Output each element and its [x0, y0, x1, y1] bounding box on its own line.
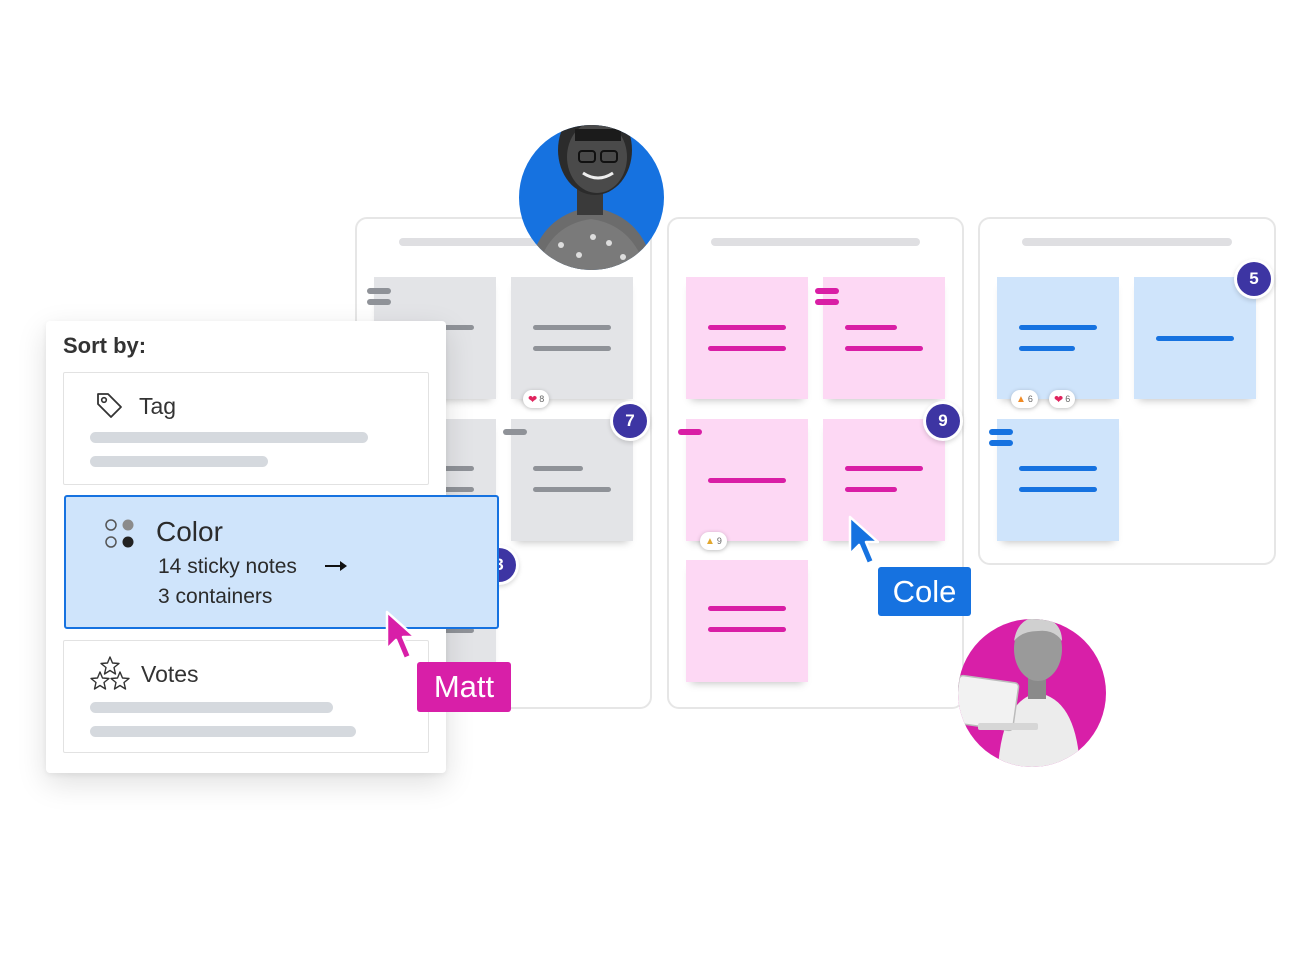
pink-tag[interactable] — [815, 299, 839, 305]
pink-tag[interactable] — [815, 288, 839, 294]
note-line — [708, 627, 786, 632]
note-line — [845, 487, 897, 492]
sort-option-detail: 3 containers — [158, 585, 273, 608]
sticky-note-blue[interactable] — [1134, 277, 1256, 399]
sticky-note-pink[interactable] — [823, 277, 945, 399]
sticky-note-pink[interactable] — [686, 277, 808, 399]
gray-tag[interactable] — [367, 288, 391, 294]
note-line — [424, 487, 474, 492]
sort-option-label: Votes — [141, 661, 199, 687]
note-line — [1019, 325, 1097, 330]
note-line — [533, 346, 611, 351]
arrow-right-icon — [324, 558, 350, 579]
container-header-bar — [1022, 238, 1232, 246]
collaborator-avatar-pink — [958, 619, 1106, 767]
note-line — [1019, 466, 1097, 471]
note-line — [533, 487, 611, 492]
note-line — [708, 606, 786, 611]
note-line — [1019, 346, 1075, 351]
sort-option-votes[interactable]: Votes — [63, 640, 429, 753]
cursor-label-matt: Matt — [417, 662, 511, 712]
fire-icon: ▲ — [1016, 393, 1026, 405]
heart-icon: ❤ — [528, 393, 538, 406]
placeholder-line — [90, 432, 368, 443]
pink-tag[interactable] — [678, 429, 702, 435]
heart-reaction[interactable]: ❤ 6 — [1049, 390, 1076, 408]
cursor-pointer-icon — [847, 514, 880, 573]
gray-tag[interactable] — [503, 429, 527, 435]
sticky-note-gray[interactable] — [511, 419, 633, 541]
count-badge[interactable]: 5 — [1237, 262, 1271, 296]
blue-tag[interactable] — [989, 440, 1013, 446]
sort-option-detail: 14 sticky notes — [158, 555, 297, 578]
sticky-note-pink[interactable] — [823, 419, 945, 541]
note-line — [424, 628, 474, 633]
heart-reaction[interactable]: ❤ 8 — [523, 390, 550, 408]
note-line — [845, 346, 923, 351]
note-line — [708, 346, 786, 351]
sticky-note-blue[interactable] — [997, 277, 1119, 399]
thumbs-up-reaction[interactable]: ▲ 9 — [700, 532, 727, 550]
reaction-count: 8 — [539, 394, 545, 404]
sort-panel-title: Sort by: — [63, 333, 147, 358]
reaction-count: 6 — [1027, 394, 1033, 404]
note-line — [1019, 487, 1097, 492]
placeholder-line — [90, 702, 333, 713]
stars-icon — [90, 655, 130, 696]
heart-icon: ❤ — [1054, 393, 1064, 406]
sort-option-label: Tag — [139, 393, 177, 419]
note-line — [533, 325, 611, 330]
sticky-note-gray[interactable] — [511, 277, 633, 399]
blue-tag[interactable] — [989, 429, 1013, 435]
sticky-note-pink[interactable] — [686, 419, 808, 541]
container-header-bar — [399, 238, 608, 246]
person-illustration — [958, 619, 1080, 767]
collaborator-avatar-blue — [519, 125, 664, 270]
reaction-count: 9 — [716, 536, 722, 546]
thumbs-up-icon: ▲ — [705, 535, 715, 547]
reaction-count: 6 — [1065, 394, 1071, 404]
note-line — [845, 325, 897, 330]
sort-option-color[interactable]: Color 14 sticky notes 3 containers — [64, 495, 499, 629]
note-line — [708, 478, 786, 483]
cursor-label-cole: Cole — [878, 567, 971, 616]
placeholder-line — [90, 456, 268, 467]
count-badge[interactable]: 7 — [613, 404, 647, 438]
note-line — [533, 466, 583, 471]
note-line — [1156, 336, 1234, 341]
cursor-pointer-icon — [384, 609, 417, 668]
sticky-note-pink[interactable] — [686, 560, 808, 682]
gray-tag[interactable] — [367, 299, 391, 305]
sort-option-tag[interactable]: Tag — [63, 372, 429, 485]
sticky-note-blue[interactable] — [997, 419, 1119, 541]
person-illustration — [529, 125, 654, 270]
note-line — [708, 325, 786, 330]
count-badge[interactable]: 9 — [926, 404, 960, 438]
container-header-bar — [711, 238, 920, 246]
note-line — [845, 466, 923, 471]
tag-icon — [94, 390, 124, 425]
fire-reaction[interactable]: ▲ 6 — [1011, 390, 1038, 408]
sort-option-label: Color — [156, 516, 223, 547]
color-dots-icon — [104, 518, 136, 555]
placeholder-line — [90, 726, 356, 737]
note-line — [424, 466, 474, 471]
